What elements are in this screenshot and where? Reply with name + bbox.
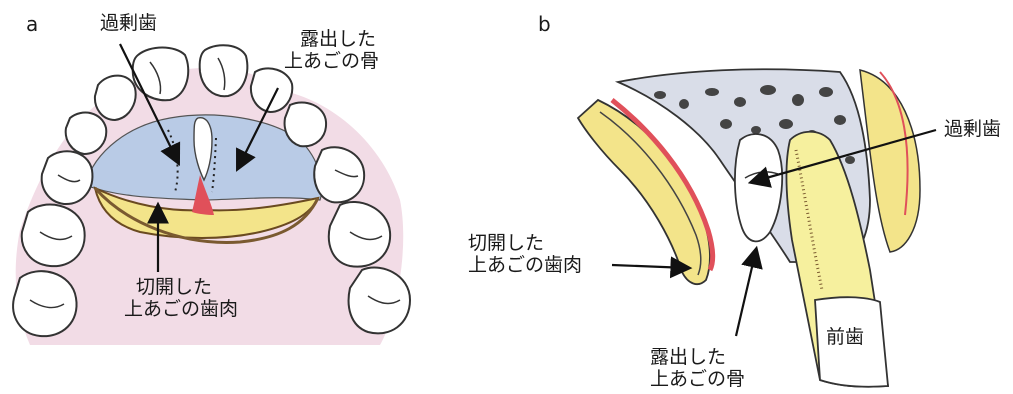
tooth-a-4 [251,68,292,112]
arrow-incised-gum-b [612,265,688,268]
label-incised-gum-b-line1: 切開した [468,232,544,254]
tooth-a-5 [66,113,107,154]
tooth-a-9 [22,205,85,267]
label-exposed-bone-b-line2: 上あごの骨 [650,368,745,390]
label-front-tooth: 前歯 [826,326,864,348]
label-exposed-bone-b-line1: 露出した [650,346,726,368]
tooth-a-12 [349,268,410,334]
tooth-a-10 [329,202,390,267]
label-supernumerary-b: 過剰歯 [944,118,1001,140]
panel-b-drawing [578,69,936,387]
label-incised-gum-b-line2: 上あごの歯肉 [468,254,582,276]
panel-b-letter: b [538,12,551,36]
panel-a-letter: a [26,12,38,36]
tooth-a-3 [95,76,136,120]
label-exposed-bone-a-line2: 上あごの骨 [284,50,379,72]
tooth-a-11 [13,271,76,336]
label-supernumerary-a: 過剰歯 [100,12,157,34]
tooth-a-6 [285,102,326,146]
label-incised-gum-a-line2: 上あごの歯肉 [124,298,238,320]
arrow-exposed-bone-b [736,250,756,336]
label-exposed-bone-a-line1: 露出した [300,28,376,50]
tooth-a-8 [314,147,364,202]
tooth-a-7 [42,151,93,204]
label-incised-gum-a-line1: 切開した [136,276,212,298]
